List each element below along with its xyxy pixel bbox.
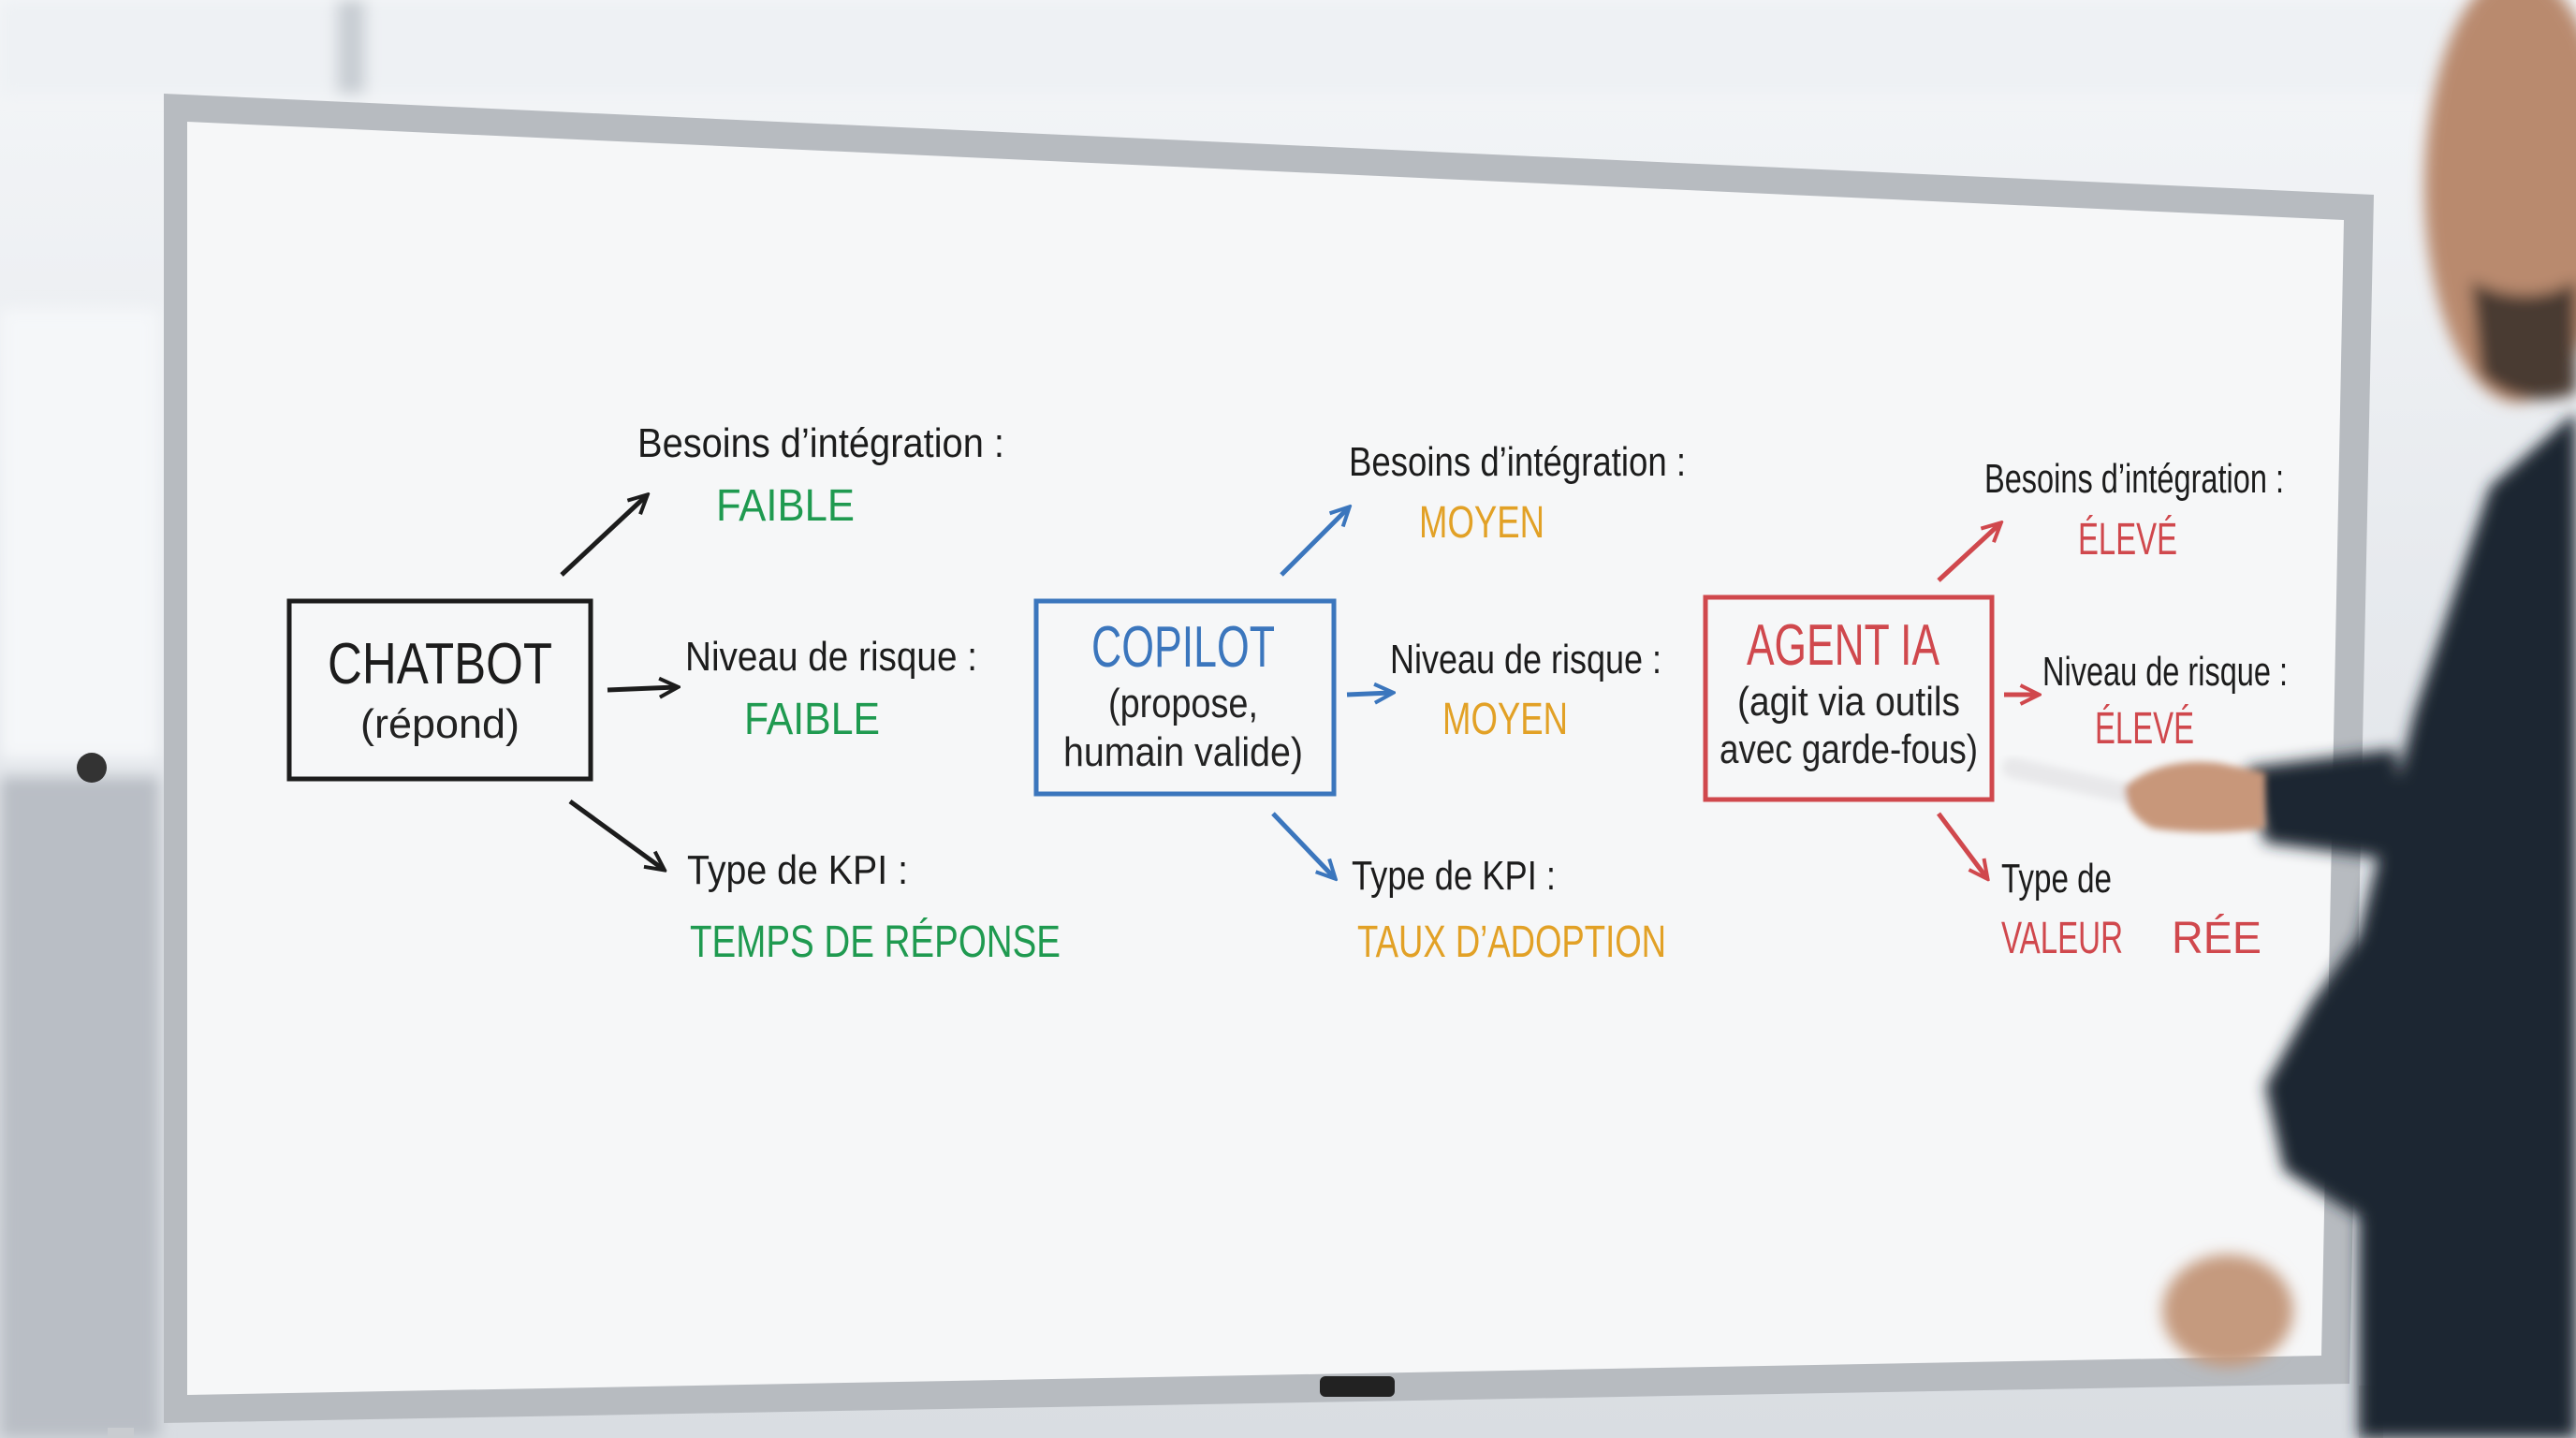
agent-box bbox=[1703, 594, 1995, 802]
integration-value: MOYEN bbox=[1419, 498, 1544, 548]
copilot-box bbox=[1033, 598, 1337, 797]
arrow-right-icon bbox=[1346, 693, 1391, 695]
integration-value: FAIBLE bbox=[716, 481, 855, 531]
integration-label: Besoins d’intégration : bbox=[637, 420, 1004, 466]
risk-value: FAIBLE bbox=[744, 695, 880, 744]
kpi-value: TEMPS DE RÉPONSE bbox=[690, 917, 1061, 967]
risk-value: ÉLEVÉ bbox=[2095, 704, 2194, 754]
agent-subtitle-2: avec garde-fous) bbox=[1720, 726, 1978, 772]
easel-left-post bbox=[108, 1428, 134, 1438]
agent-subtitle-1: (agit via outils bbox=[1737, 679, 1960, 725]
arrow-down-icon bbox=[1937, 812, 1986, 877]
kpi-label: Type de KPI : bbox=[1352, 853, 1556, 899]
risk-label: Niveau de risque : bbox=[1390, 637, 1661, 682]
presenter bbox=[2002, 0, 2576, 1438]
arrow-up-icon bbox=[560, 496, 646, 577]
copilot-subtitle-2: humain valide) bbox=[1063, 729, 1303, 775]
presenter-lower-hand bbox=[2162, 1255, 2293, 1367]
arrow-right-icon bbox=[607, 687, 676, 690]
kpi-value-start: VALEUR bbox=[2001, 914, 2123, 963]
arrow-up-icon bbox=[1937, 524, 1999, 582]
integration-label: Besoins d’intégration : bbox=[1349, 439, 1686, 485]
chatbot-subtitle: (répond) bbox=[360, 701, 520, 747]
easel-knob bbox=[77, 753, 107, 783]
integration-label: Besoins d’intégration : bbox=[1984, 456, 2284, 502]
marker-tray bbox=[1320, 1376, 1395, 1397]
integration-value: ÉLEVÉ bbox=[2078, 515, 2177, 565]
copilot-group: COPILOT (propose, humain valide) Besoins… bbox=[1033, 439, 1686, 967]
risk-label: Niveau de risque : bbox=[685, 634, 977, 680]
arrow-up-icon bbox=[1280, 508, 1348, 577]
whiteboard-surface bbox=[187, 122, 2344, 1395]
presenter-suit bbox=[2265, 412, 2576, 1438]
chatbot-group: CHATBOT (répond) Besoins d’intégration :… bbox=[286, 420, 1061, 967]
risk-value: MOYEN bbox=[1442, 695, 1568, 744]
kpi-label-partial: Type de bbox=[2001, 856, 2112, 902]
chatbot-box bbox=[286, 598, 593, 782]
copilot-title: COPILOT bbox=[1091, 615, 1275, 680]
kpi-value: TAUX D’ADOPTION bbox=[1357, 917, 1666, 967]
chatbot-title: CHATBOT bbox=[328, 632, 552, 697]
risk-label: Niveau de risque : bbox=[2042, 649, 2288, 695]
agent-group: AGENT IA (agit via outils avec garde-fou… bbox=[1703, 456, 2288, 963]
arrow-down-icon bbox=[568, 799, 663, 869]
copilot-subtitle-1: (propose, bbox=[1108, 681, 1258, 726]
agent-title: AGENT IA bbox=[1747, 613, 1939, 678]
kpi-value-end: RÉE bbox=[2172, 914, 2261, 963]
presenter-hand bbox=[2125, 761, 2265, 832]
kpi-label: Type de KPI : bbox=[687, 847, 908, 893]
arrow-down-icon bbox=[1271, 812, 1334, 877]
